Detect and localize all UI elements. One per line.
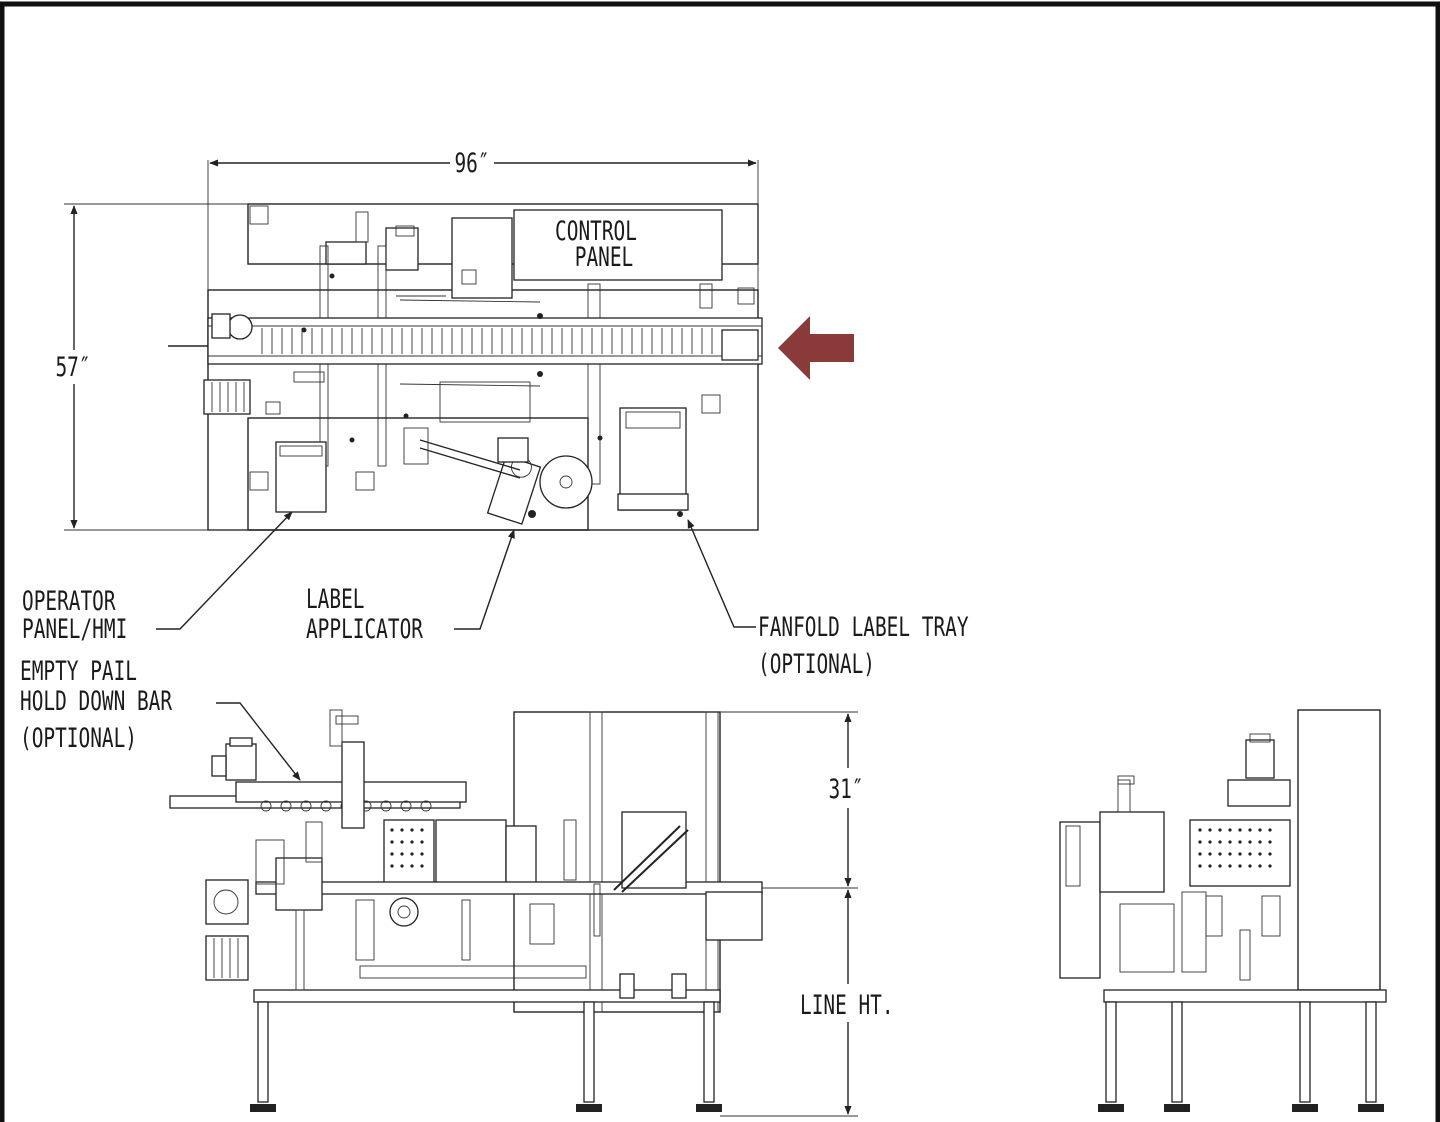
width-dimension-label: 96″ [454, 147, 489, 179]
operator-panel-label-line2: PANEL/HMI [22, 613, 127, 645]
line-height-dimension-label: LINE HT. [800, 989, 894, 1021]
top-view [168, 203, 763, 531]
control-panel-label-line1: CONTROL [555, 215, 637, 247]
fanfold-tray-label-line1: FANFOLD LABEL TRAY [758, 611, 969, 643]
label-applicator-label-line1: LABEL [306, 583, 365, 615]
hold-down-bar-label-line1: EMPTY PAIL [20, 655, 137, 687]
front-view [169, 709, 763, 1112]
control-panel-label-line2: PANEL [575, 241, 634, 273]
left-arrow-icon [778, 316, 854, 380]
top-dimensions [64, 159, 759, 531]
end-view [1059, 709, 1387, 1112]
label-applicator-label-line2: APPLICATOR [306, 613, 424, 645]
side-dimensions [720, 711, 858, 1117]
fanfold-tray-label-line2: (OPTIONAL) [758, 648, 875, 680]
depth-dimension-label: 57″ [55, 351, 90, 383]
operator-panel-label-line1: OPERATOR [22, 585, 116, 617]
hold-down-bar-label-line2: HOLD DOWN BAR [20, 685, 173, 717]
hold-down-bar-label-line3: (OPTIONAL) [20, 722, 137, 754]
head-height-dimension-label: 31″ [828, 773, 863, 805]
callout-leaders [156, 511, 756, 781]
